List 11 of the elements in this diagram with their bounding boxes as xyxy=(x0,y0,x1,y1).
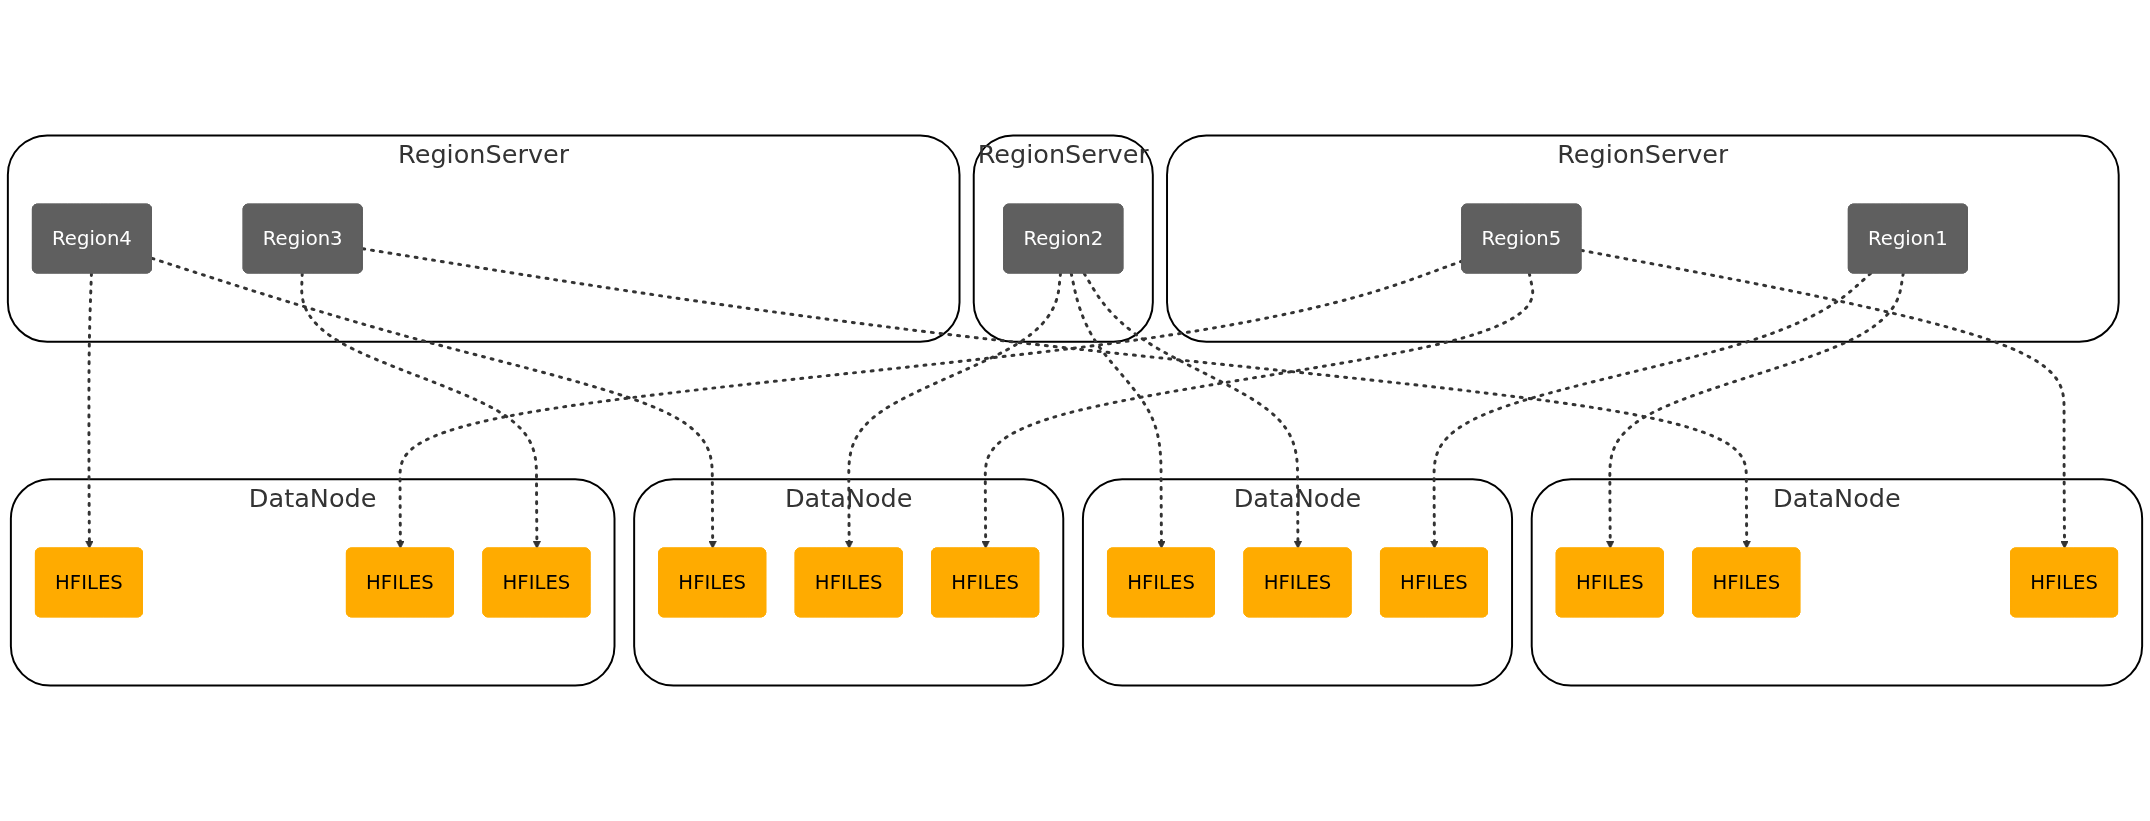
arrow xyxy=(85,271,94,549)
arrow xyxy=(1605,271,1905,549)
arrow xyxy=(300,271,542,549)
arrow xyxy=(150,256,717,549)
arrow xyxy=(1579,248,2069,549)
arrow xyxy=(1069,271,1166,549)
arrow xyxy=(361,247,1751,549)
arrow xyxy=(1082,271,1303,549)
arrow xyxy=(844,271,1062,549)
arrow xyxy=(981,271,1535,549)
arrow xyxy=(1430,271,1873,549)
